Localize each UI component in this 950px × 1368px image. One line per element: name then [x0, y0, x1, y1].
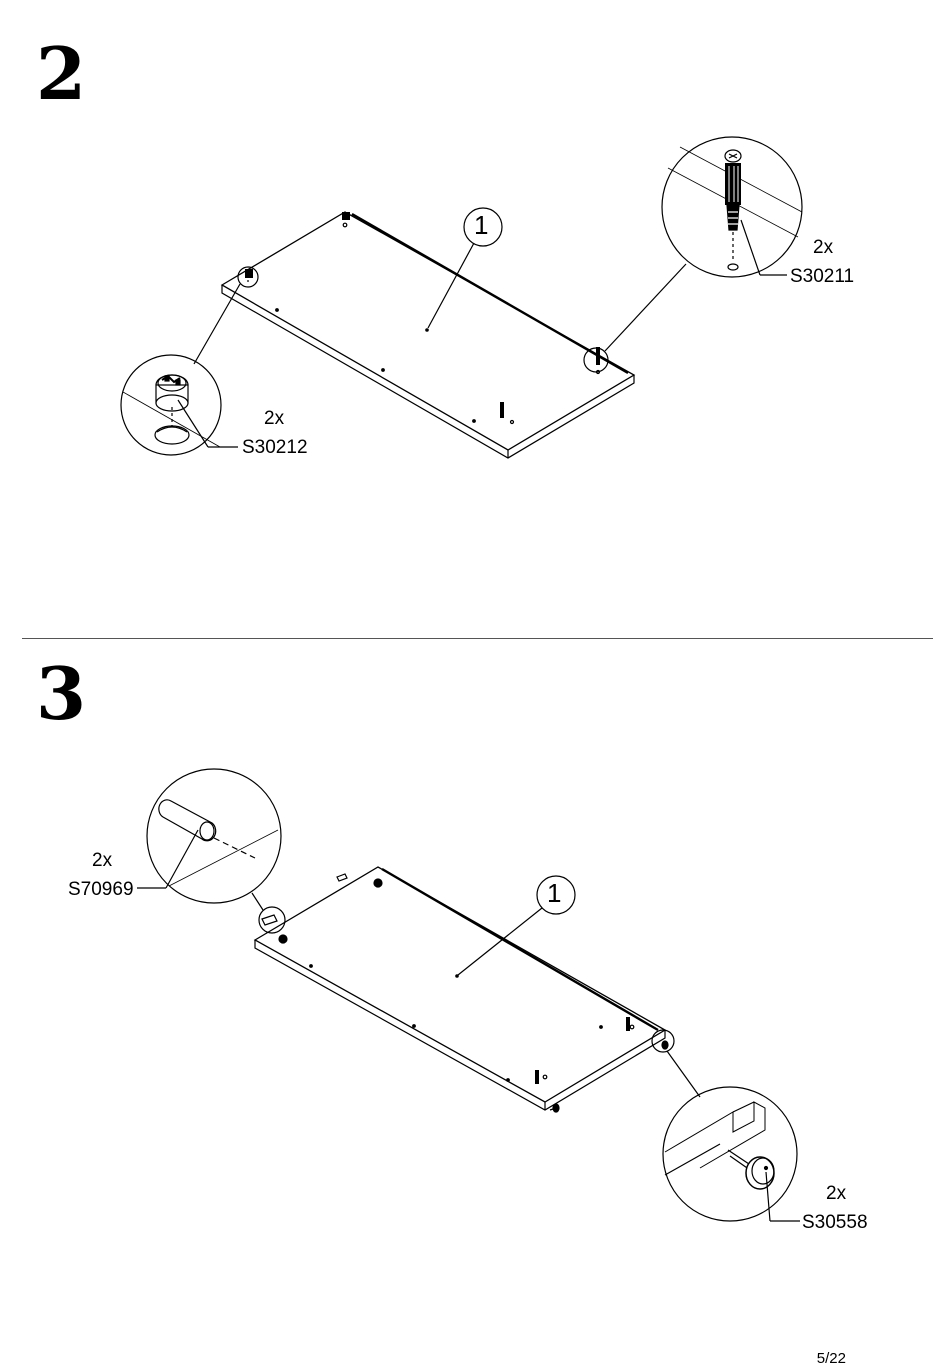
step-divider — [22, 638, 933, 639]
part-label-1 — [428, 208, 502, 328]
part-number-label: 1 — [474, 210, 488, 241]
detail-circle-knob — [663, 1087, 800, 1221]
panel-1 — [255, 867, 665, 1110]
step-3-diagram — [0, 640, 950, 1290]
qty-label-s30212: 2x — [264, 408, 284, 430]
dowels-on-panel — [262, 874, 668, 1112]
detail-circle-cam-lock — [121, 355, 238, 455]
detail-circle-dowel — [137, 769, 281, 903]
qty-label-s30211: 2x — [813, 237, 833, 259]
detail-circle-connector-bolt — [662, 137, 802, 277]
part-number-label: 1 — [547, 878, 561, 909]
part-code-s30212: S30212 — [242, 437, 308, 459]
part-code-s70969: S70969 — [68, 879, 134, 901]
step-2-diagram — [0, 0, 950, 630]
page-number: 5/22 — [817, 1350, 846, 1367]
part-code-s30558: S30558 — [802, 1212, 868, 1234]
dowel-on-panel — [500, 347, 600, 418]
qty-label-s30558: 2x — [826, 1183, 846, 1205]
qty-label-s70969: 2x — [92, 850, 112, 872]
part-code-s30211: S30211 — [790, 266, 854, 288]
cam-fitting-top — [245, 212, 350, 281]
